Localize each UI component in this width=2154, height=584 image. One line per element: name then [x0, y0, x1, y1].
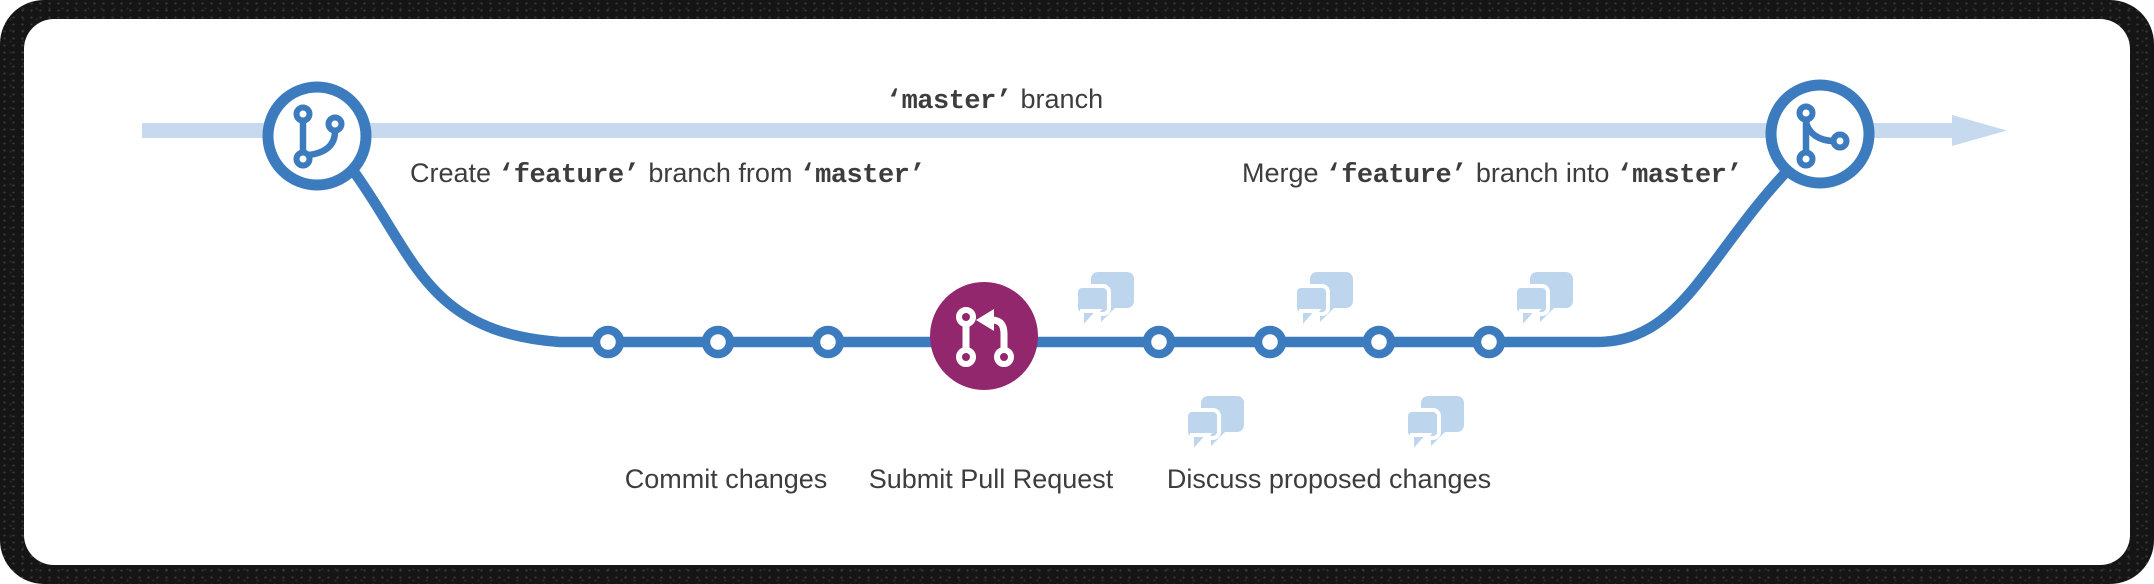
- step-label-pull-request: Submit Pull Request: [868, 464, 1114, 494]
- merge-pre: Merge: [1242, 158, 1319, 188]
- git-merge-icon: [1796, 103, 1850, 169]
- create-code2: ‘master’: [799, 161, 926, 191]
- create-mid: branch from: [648, 158, 793, 188]
- commit-node: [1472, 325, 1506, 359]
- create-code1: ‘feature’: [498, 161, 640, 191]
- arrowhead-icon: [1952, 115, 2007, 146]
- chat-bubbles-icon: [1293, 270, 1355, 331]
- merge-mid: branch into: [1475, 158, 1610, 188]
- pull-request-icon: [956, 307, 1014, 367]
- git-branch-icon: [293, 104, 345, 169]
- chat-bubbles-icon: [1404, 394, 1466, 455]
- commit-node: [811, 325, 845, 359]
- merge-code2: ‘master’: [1616, 161, 1743, 191]
- create-pre: Create: [410, 158, 492, 188]
- commit-node: [1362, 325, 1396, 359]
- merge-feature-label: Merge‘feature’branch into‘master’: [1242, 158, 1751, 191]
- commit-node: [1142, 325, 1176, 359]
- step-label-commit: Commit changes: [624, 464, 828, 494]
- master-rest: branch: [1020, 84, 1104, 114]
- branch-point-left: [262, 81, 372, 191]
- chat-bubbles-icon: [1074, 270, 1136, 331]
- master-branch-line: [142, 115, 2007, 146]
- commit-node: [591, 325, 625, 359]
- master-branch-label: ‘master’ branch: [879, 84, 1103, 117]
- pull-request-node: [930, 282, 1038, 390]
- step-label-discuss: Discuss proposed changes: [1166, 464, 1492, 494]
- merge-point-right: [1765, 79, 1875, 189]
- master-code: ‘master’: [885, 87, 1012, 117]
- merge-code1: ‘feature’: [1325, 161, 1468, 191]
- commit-node: [1253, 325, 1287, 359]
- feature-branch-line: [346, 163, 1794, 348]
- chat-bubbles-icon: [1184, 394, 1246, 455]
- create-feature-label: Create‘feature’ branch from‘master’: [410, 158, 934, 191]
- commit-node: [701, 325, 735, 359]
- chat-bubbles-icon: [1513, 270, 1575, 331]
